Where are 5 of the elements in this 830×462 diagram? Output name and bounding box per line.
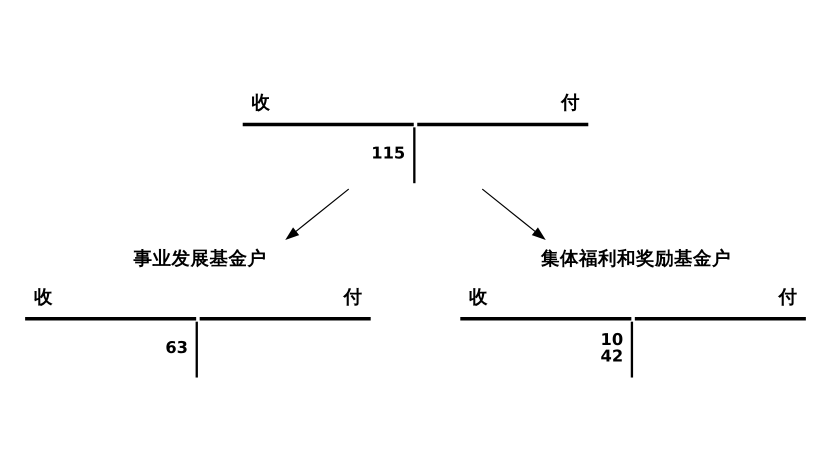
arrow (481, 188, 546, 240)
node-text: 集体福利和奖励基金户 收 付 10 42 (468, 248, 798, 365)
arrow (284, 188, 349, 240)
node-text: 事业发展基金户 收 付 63 (33, 248, 362, 356)
node-text: 收 付 115 (250, 92, 580, 162)
